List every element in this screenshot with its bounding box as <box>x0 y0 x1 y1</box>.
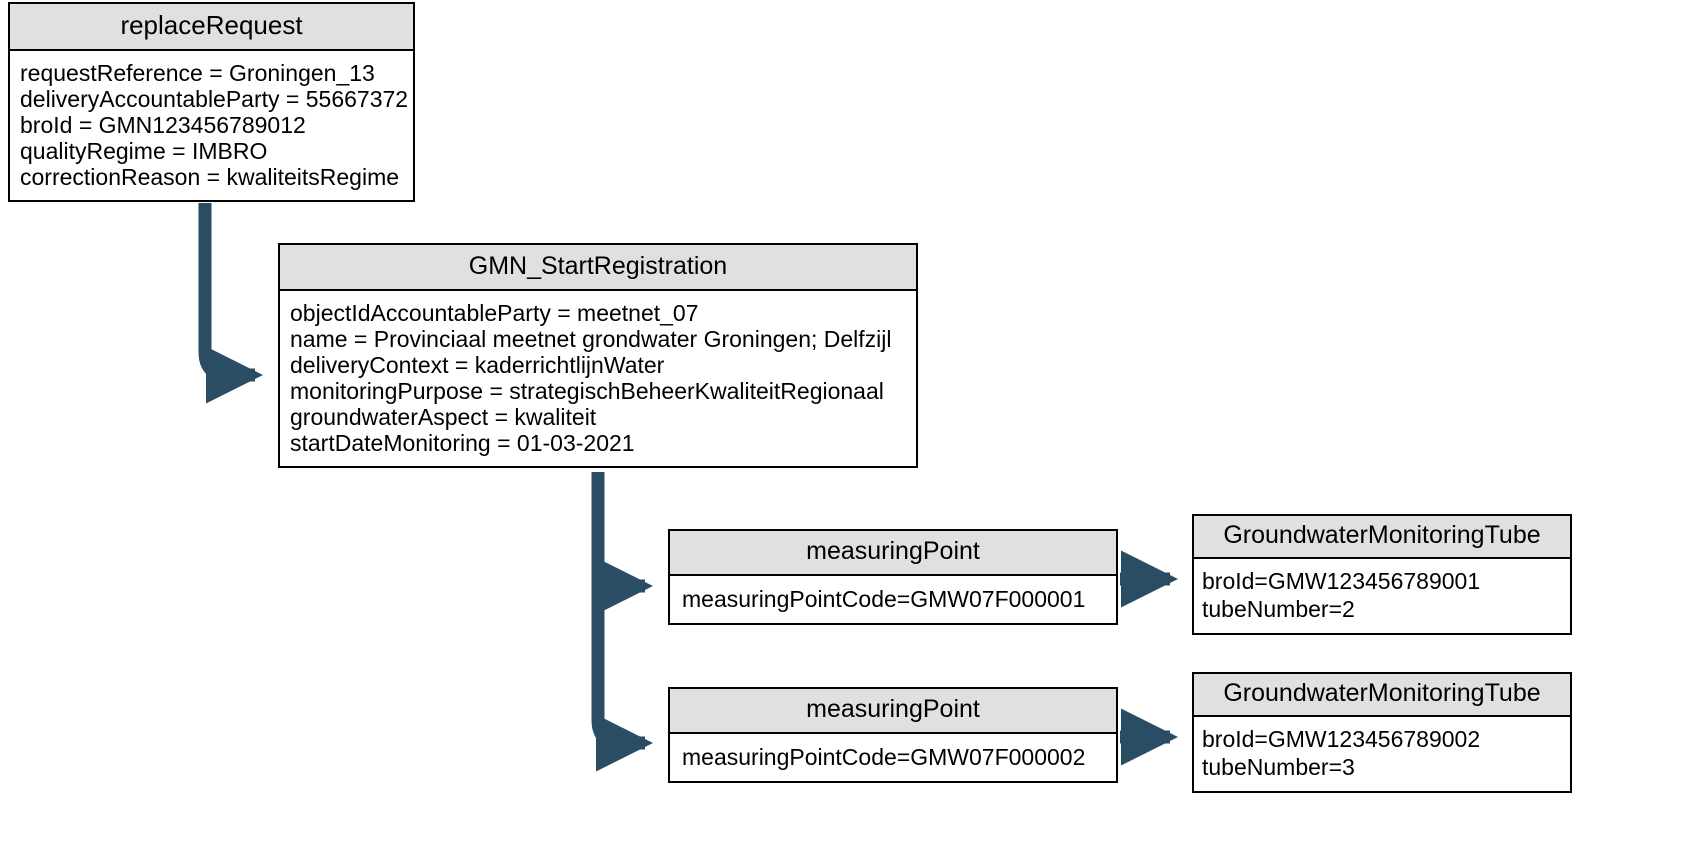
node-groundwater-monitoring-tube-2[interactable]: GroundwaterMonitoringTube broId=GMW12345… <box>1192 672 1572 793</box>
connector-replace-request-to-gmn-start <box>198 203 264 404</box>
attribute-start-date-monitoring: startDateMonitoring = 01-03-2021 <box>290 430 635 456</box>
node-replace-request[interactable]: replaceRequest requestReference = Gronin… <box>8 2 415 202</box>
node-replace-request-body: requestReference = Groningen_13 delivery… <box>10 51 413 200</box>
attribute-bro-id: broId=GMW123456789001 <box>1202 568 1481 594</box>
attribute-name: name = Provinciaal meetnet grondwater Gr… <box>290 326 892 352</box>
node-measuring-point-1-title: measuringPoint <box>670 531 1116 576</box>
attribute-delivery-context: deliveryContext = kaderrichtlijnWater <box>290 352 665 378</box>
attribute-groundwater-aspect: groundwaterAspect = kwaliteit <box>290 404 597 430</box>
connector-gmn-start-to-measuring-point-1 <box>591 472 654 615</box>
node-measuring-point-2-body: measuringPointCode=GMW07F000002 <box>670 734 1116 781</box>
node-replace-request-title: replaceRequest <box>10 4 413 51</box>
attribute-measuring-point-code: measuringPointCode=GMW07F000001 <box>682 586 1086 612</box>
node-gmn-start-registration-body: objectIdAccountableParty = meetnet_07 na… <box>280 291 916 466</box>
attribute-bro-id: broId=GMW123456789002 <box>1202 726 1481 752</box>
attribute-monitoring-purpose: monitoringPurpose = strategischBeheerKwa… <box>290 378 884 404</box>
node-measuring-point-2-title: measuringPoint <box>670 689 1116 734</box>
node-groundwater-monitoring-tube-2-title: GroundwaterMonitoringTube <box>1194 674 1570 717</box>
node-measuring-point-1-body: measuringPointCode=GMW07F000001 <box>670 576 1116 623</box>
attribute-object-id-accountable-party: objectIdAccountableParty = meetnet_07 <box>290 300 699 326</box>
node-measuring-point-1[interactable]: measuringPoint measuringPointCode=GMW07F… <box>668 529 1118 625</box>
attribute-bro-id: broId = GMN123456789012 <box>20 112 306 138</box>
attribute-tube-number: tubeNumber=2 <box>1202 596 1355 622</box>
attribute-tube-number: tubeNumber=3 <box>1202 754 1355 780</box>
attribute-request-reference: requestReference = Groningen_13 <box>20 60 375 86</box>
attribute-delivery-accountable-party: deliveryAccountableParty = 55667372 <box>20 86 409 112</box>
node-measuring-point-2[interactable]: measuringPoint measuringPointCode=GMW07F… <box>668 687 1118 783</box>
node-groundwater-monitoring-tube-2-body: broId=GMW123456789002 tubeNumber=3 <box>1194 717 1570 791</box>
attribute-quality-regime: qualityRegime = IMBRO <box>20 138 268 164</box>
connector-gmn-start-to-measuring-point-2 <box>591 472 654 772</box>
attribute-measuring-point-code: measuringPointCode=GMW07F000002 <box>682 744 1086 770</box>
attribute-correction-reason: correctionReason = kwaliteitsRegime <box>20 164 400 190</box>
node-groundwater-monitoring-tube-1-title: GroundwaterMonitoringTube <box>1194 516 1570 559</box>
node-gmn-start-registration[interactable]: GMN_StartRegistration objectIdAccountabl… <box>278 243 918 468</box>
node-gmn-start-registration-title: GMN_StartRegistration <box>280 245 916 291</box>
node-groundwater-monitoring-tube-1[interactable]: GroundwaterMonitoringTube broId=GMW12345… <box>1192 514 1572 635</box>
node-groundwater-monitoring-tube-1-body: broId=GMW123456789001 tubeNumber=2 <box>1194 559 1570 633</box>
